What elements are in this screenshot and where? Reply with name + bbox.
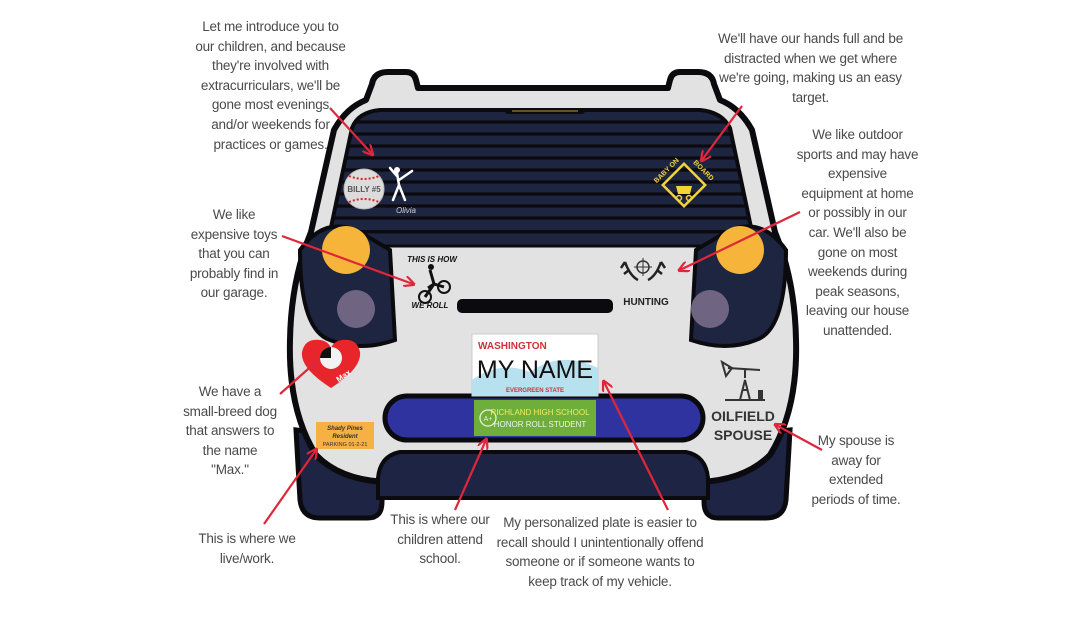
rear-window <box>327 108 755 234</box>
taillight-right <box>688 224 789 348</box>
arrow-school <box>453 440 486 511</box>
caption-dog: We have a small-breed dog that answers t… <box>183 384 277 478</box>
arrow-baby <box>702 105 743 160</box>
svg-text:WASHINGTON: WASHINGTON <box>478 341 547 352</box>
hunting-sticker: HUNTING <box>619 258 669 308</box>
arrow-toys <box>281 234 413 284</box>
ballerina-sticker: Olivia <box>388 166 417 215</box>
baseball-label: BILLY #5 <box>347 185 381 194</box>
oilfield-spouse-sticker: OILFIELD SPOUSE <box>711 359 775 443</box>
caption-children: Let me introduce you to our children, an… <box>195 19 346 152</box>
baseball-sticker: BILLY #5 <box>343 168 385 210</box>
svg-text:Resident: Resident <box>332 434 358 440</box>
arrow-outdoor <box>680 211 801 270</box>
arrow-spouse <box>776 425 823 451</box>
svg-text:OILFIELD: OILFIELD <box>711 408 775 424</box>
ballerina-name: Olivia <box>396 206 417 215</box>
svg-text:EVERGREEN STATE: EVERGREEN STATE <box>506 388 564 394</box>
svg-text:PARKING 01-2-21: PARKING 01-2-21 <box>323 442 368 448</box>
caption-school: This is where our children attend school… <box>390 512 490 567</box>
svg-text:SPOUSE: SPOUSE <box>714 427 772 443</box>
arrow-live-work <box>263 450 316 525</box>
caption-outdoor: We like outdoor sports and may have expe… <box>796 127 919 338</box>
svg-text:HUNTING: HUNTING <box>623 297 669 308</box>
svg-text:RICHLAND HIGH SCHOOL: RICHLAND HIGH SCHOOL <box>490 408 590 417</box>
annotation-arrows <box>263 105 823 525</box>
arrow-dog <box>279 362 316 395</box>
caption-toys: We like expensive toys that you can prob… <box>189 207 279 301</box>
arrow-children <box>329 107 372 154</box>
arrow-plate <box>604 382 669 511</box>
svg-text:THIS IS HOW: THIS IS HOW <box>407 255 458 264</box>
caption-baby: We'll have our hands full and be distrac… <box>717 31 904 105</box>
caption-plate: My personalized plate is easier to recal… <box>496 515 704 589</box>
license-plate: WASHINGTON MY NAME EVERGREEN STATE <box>471 333 599 397</box>
motocross-sticker: THIS IS HOW WE ROLL <box>407 255 458 310</box>
trunk-handle <box>457 299 613 313</box>
svg-text:HONOR ROLL STUDENT: HONOR ROLL STUDENT <box>494 420 587 429</box>
honor-roll-sticker: A+ RICHLAND HIGH SCHOOL HONOR ROLL STUDE… <box>474 400 596 436</box>
parking-sticker: Shady Pines Resident PARKING 01-2-21 <box>316 422 374 449</box>
svg-text:WE ROLL: WE ROLL <box>412 301 449 310</box>
caption-live-work: This is where we live/work. <box>198 531 296 566</box>
caption-spouse: My spouse is away for extended periods o… <box>811 433 901 507</box>
taillight-left <box>297 224 398 348</box>
plate-text: MY NAME <box>477 356 593 384</box>
svg-text:Shady Pines: Shady Pines <box>327 426 363 432</box>
svg-text:A+: A+ <box>484 416 493 423</box>
